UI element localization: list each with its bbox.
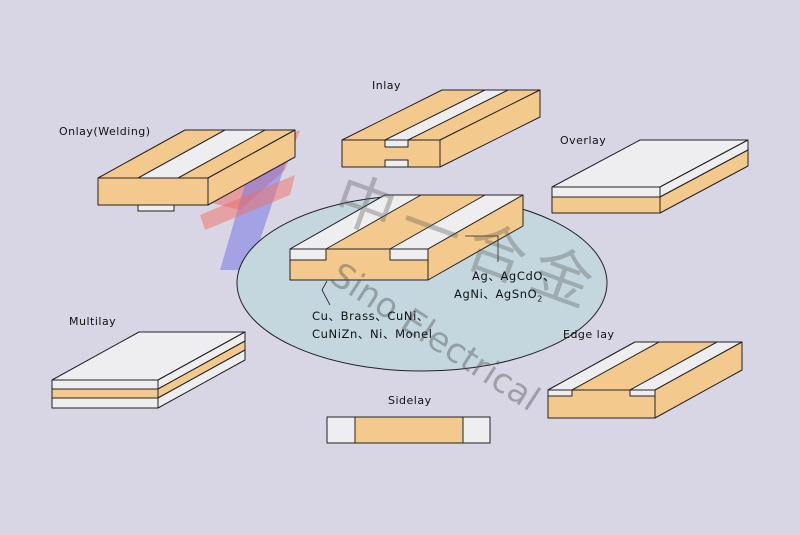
center-strip-detail xyxy=(289,194,524,306)
base-materials-line2: CuNiZn、Ni、Monel xyxy=(312,327,433,341)
contact-materials-line2: AgNi、AgSnO2 xyxy=(454,287,543,304)
overlay-strip xyxy=(551,139,749,214)
edgelay-strip xyxy=(547,341,743,419)
onlay-strip xyxy=(97,129,296,212)
label-inlay: Inlay xyxy=(372,79,402,92)
label-multilay: Multilay xyxy=(69,315,117,328)
label-sidelay: Sidelay xyxy=(388,394,432,407)
base-materials-line1: Cu、Brass、CuNi、 xyxy=(312,309,429,323)
label-overlay: Overlay xyxy=(560,134,607,147)
contact-materials: Ag、AgCdO、 AgNi、AgSnO2 xyxy=(454,267,556,308)
inlay-strip xyxy=(341,89,541,168)
label-onlay: Onlay(Welding) xyxy=(59,125,151,138)
contact-materials-line1: Ag、AgCdO、 xyxy=(472,269,556,283)
base-materials: Cu、Brass、CuNi、 CuNiZn、Ni、Monel xyxy=(312,307,433,343)
multilay-strip xyxy=(51,331,246,409)
label-edgelay: Edge lay xyxy=(563,328,615,341)
sidelay-strip xyxy=(326,416,491,444)
